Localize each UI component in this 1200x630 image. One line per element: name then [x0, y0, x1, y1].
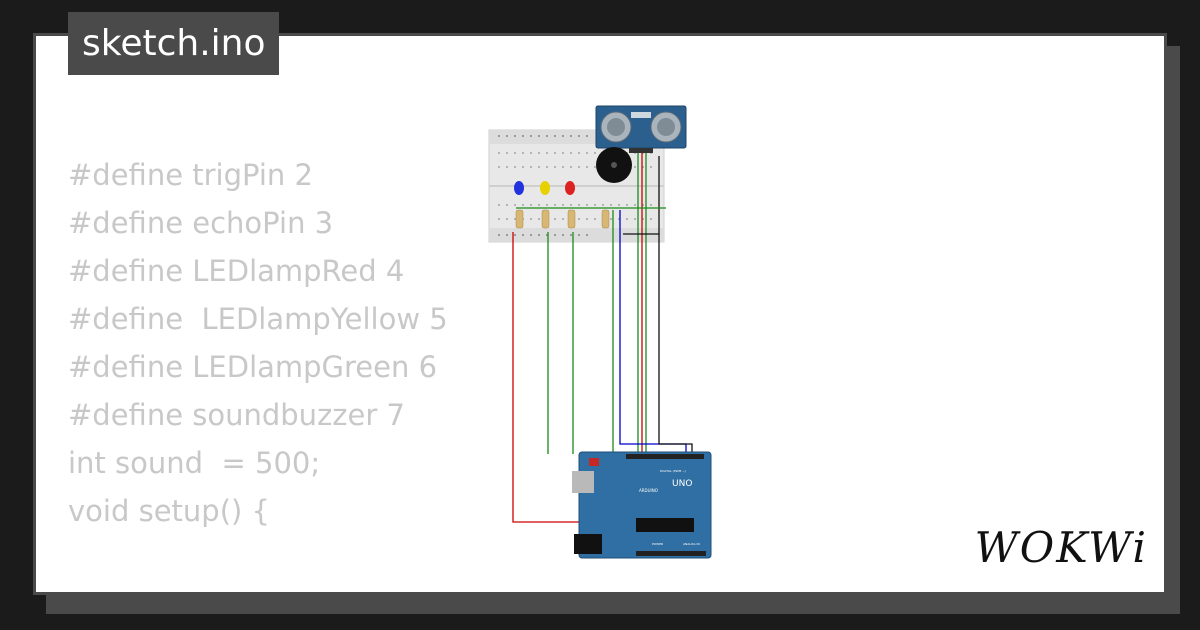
arduino-uno-board: UNO ARDUINO DIGITAL (PWM ~) ANALOG IN PO… — [572, 451, 712, 559]
arduino-power-label: POWER — [652, 542, 663, 546]
code-preview: #define trigPin 2 #define echoPin 3 #defin… — [68, 151, 448, 535]
arduino-brand-label: UNO — [672, 479, 692, 489]
resistors — [515, 209, 610, 229]
code-line: #define LEDlampRed 4 — [68, 254, 405, 288]
circuit-diagram: UNO ARDUINO DIGITAL (PWM ~) ANALOG IN PO… — [488, 105, 712, 559]
preview-frame: #define trigPin 2 #define echoPin 3 #defin… — [33, 33, 1167, 595]
sketch-title: sketch.ino — [68, 12, 280, 75]
code-line: int sound = 500; — [68, 446, 321, 480]
arduino-sub-label: ARDUINO — [639, 488, 658, 493]
code-line: #define trigPin 2 — [68, 158, 313, 192]
arduino-digital-label: DIGITAL (PWM ~) — [660, 469, 686, 473]
led-blue — [514, 181, 524, 195]
wokwi-logo: WOKWi — [974, 523, 1148, 572]
wire-black — [623, 233, 693, 454]
code-line: void setup() { — [68, 494, 270, 528]
code-line: #define LEDlampYellow 5 — [68, 302, 448, 336]
buzzer — [596, 147, 632, 183]
code-line: #define LEDlampGreen 6 — [68, 350, 438, 384]
code-line: #define echoPin 3 — [68, 206, 334, 240]
led-red — [565, 181, 575, 195]
led-yellow — [540, 181, 550, 195]
arduino-analog-label: ANALOG IN — [683, 542, 700, 546]
code-line: #define soundbuzzer 7 — [68, 398, 405, 432]
wire-blue — [619, 210, 687, 454]
ultrasonic-sensor — [595, 105, 687, 153]
